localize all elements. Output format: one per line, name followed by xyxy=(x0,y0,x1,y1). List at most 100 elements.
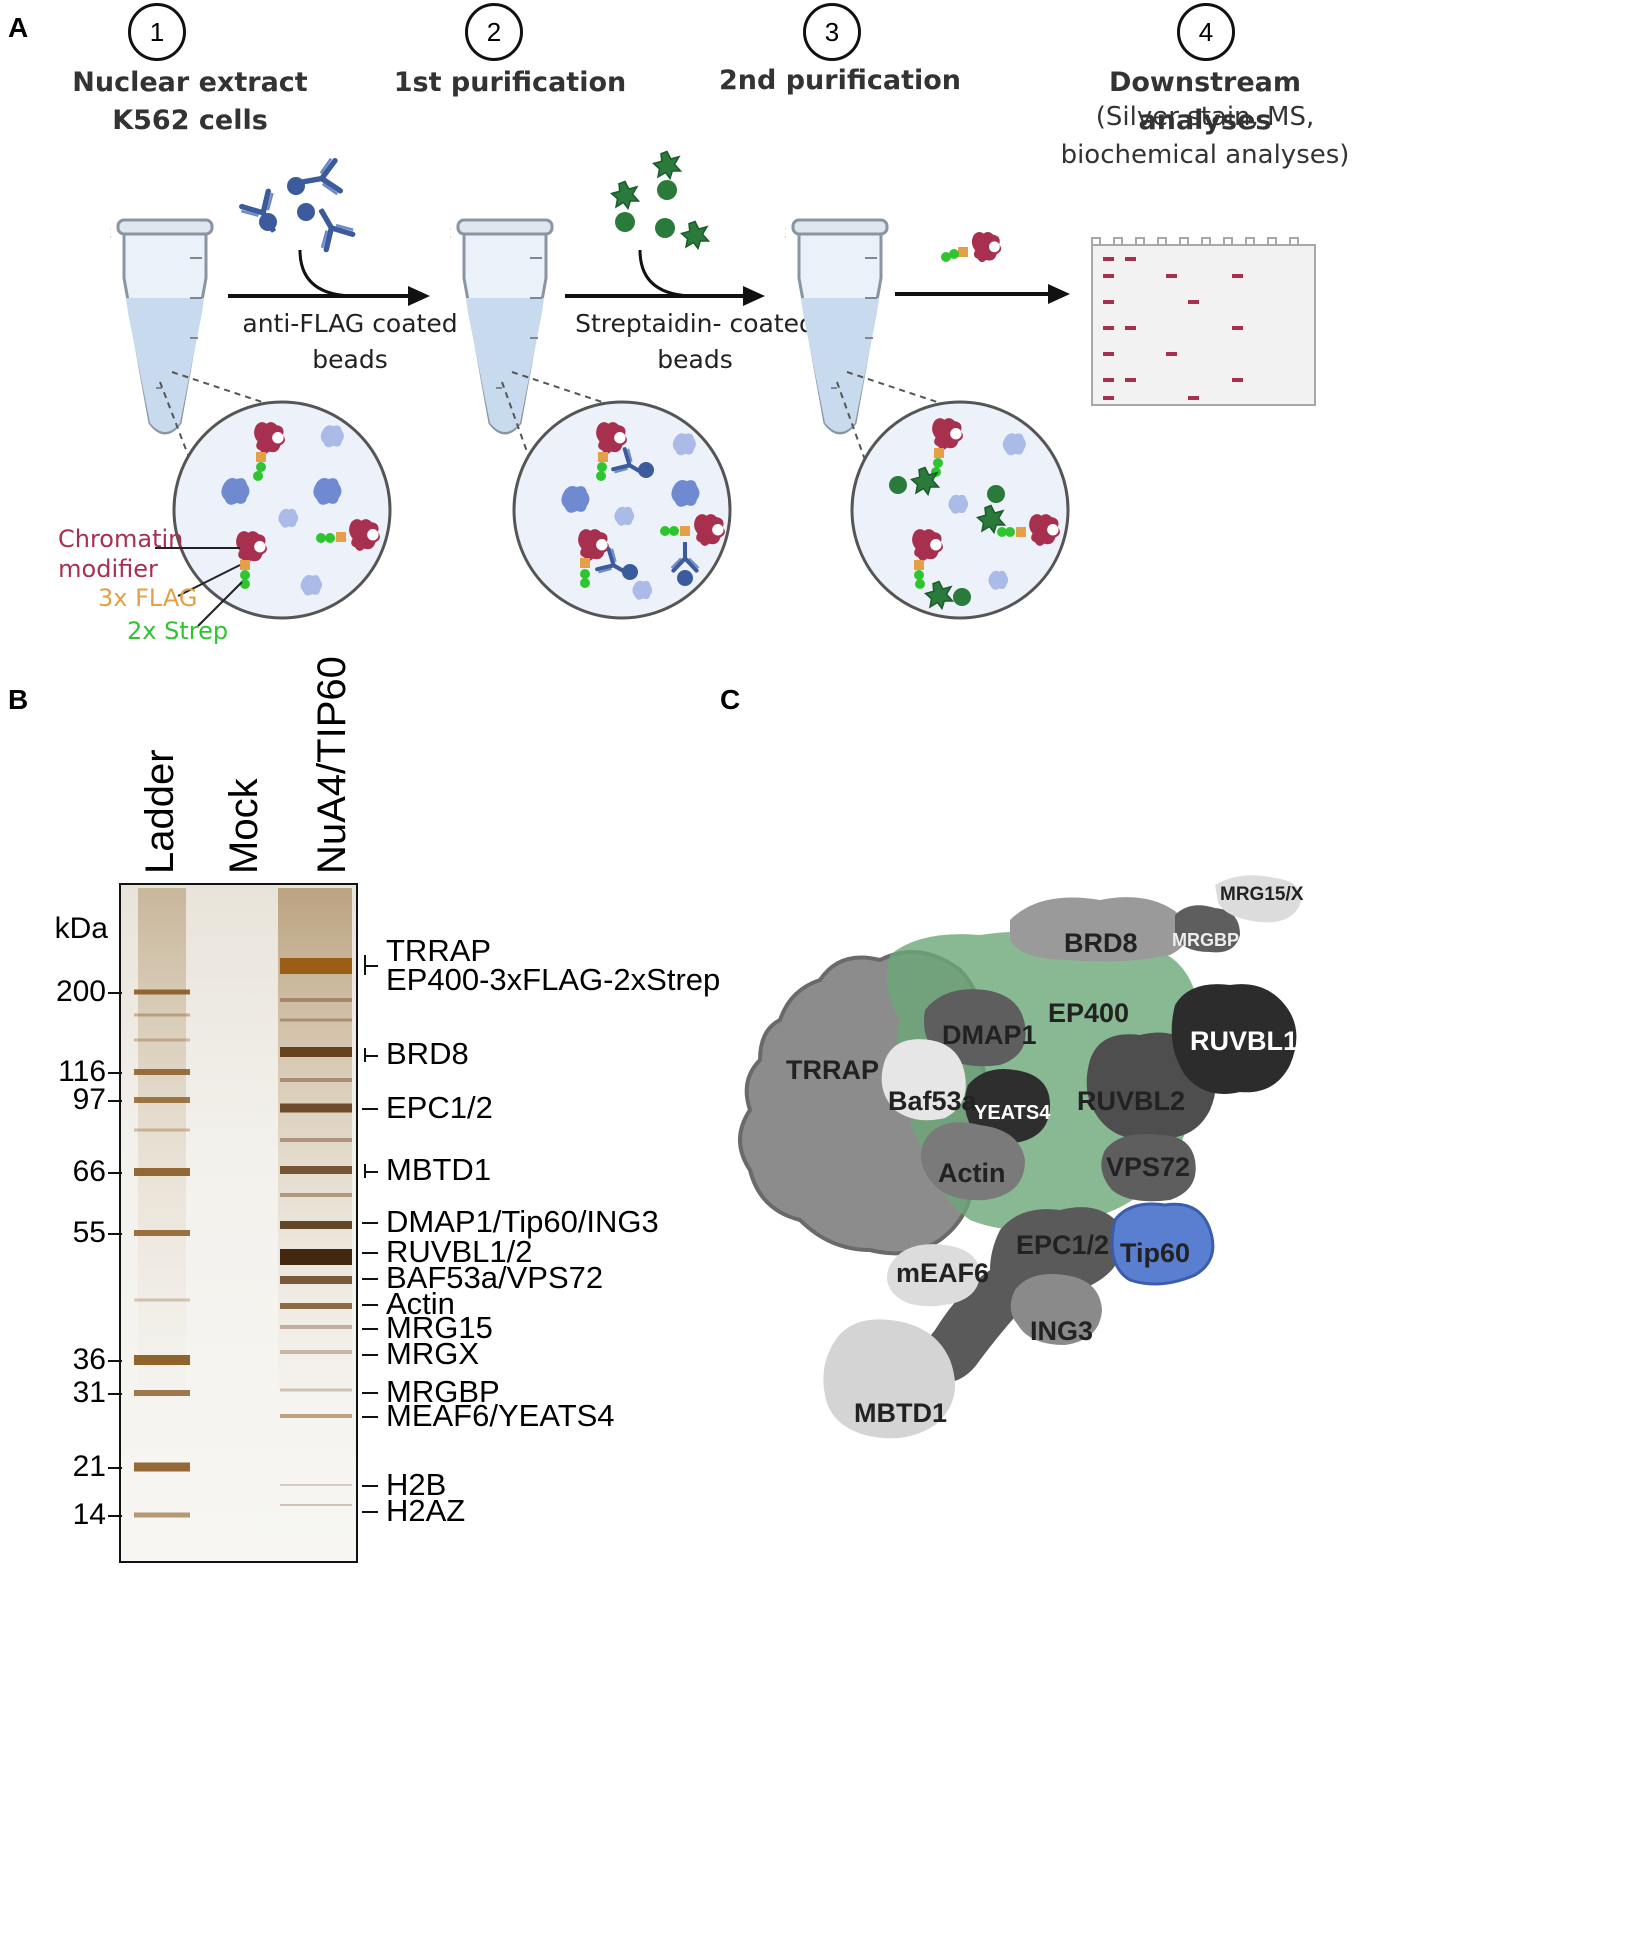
band-pointer-dash xyxy=(362,1108,378,1110)
arrow-1-label-line-2: beads xyxy=(312,345,388,374)
gel-marker-tick xyxy=(108,1515,122,1517)
band-label: MRG15 xyxy=(386,1310,493,1345)
legend-2x-strep: 2x Strep xyxy=(127,617,229,645)
mrg15x-shape xyxy=(1215,875,1301,923)
step-4-subtitle-line-2: biochemical analyses) xyxy=(1060,140,1350,170)
arrow-2-label-line-2: beads xyxy=(657,345,733,374)
band-pointer-dash xyxy=(362,1278,378,1280)
arrow-1-label-line-1: anti-FLAG coated xyxy=(242,309,458,338)
label-brd8: BRD8 xyxy=(1064,928,1138,958)
ladder-band xyxy=(134,1038,190,1042)
gel-marker-66: 66 xyxy=(72,1155,106,1188)
label-yeats4: YEATS4 xyxy=(974,1102,1051,1124)
band-pointer-dash xyxy=(362,1304,378,1306)
label-mrgbp: MRGBP xyxy=(1172,930,1239,950)
step-4-number: 4 xyxy=(1177,3,1235,61)
label-mrg15x: MRG15/X xyxy=(1220,884,1304,905)
step-1-title: Nuclear extract K562 cells xyxy=(40,64,340,140)
band-label: MEAF6/YEATS4 xyxy=(386,1398,615,1433)
step-3-number: 3 xyxy=(803,3,861,61)
band-pointer-dash xyxy=(362,1354,378,1356)
gel-marker-31: 31 xyxy=(72,1376,106,1409)
ladder-band xyxy=(134,1128,190,1132)
band-pointer-dash xyxy=(362,1511,378,1513)
band-label: H2B xyxy=(386,1467,447,1502)
sample-band xyxy=(280,1193,352,1197)
label-vps72: VPS72 xyxy=(1106,1152,1191,1182)
step-4-subtitle-line-1: (Silver stain, MS, xyxy=(1095,102,1315,132)
band-label: MRGBP xyxy=(386,1374,500,1409)
sample-band xyxy=(280,1504,352,1506)
nua4-complex-model xyxy=(738,875,1301,1439)
band-label: RUVBL1/2 xyxy=(386,1234,533,1269)
step-4-subtitle: (Silver stain, MS, biochemical analyses) xyxy=(1060,98,1350,174)
panel-a-letter: A xyxy=(8,12,29,43)
band-label: EP400-3xFLAG-2xStrep xyxy=(386,962,721,997)
step-2-number: 2 xyxy=(465,3,523,61)
band-label: BAF53a/VPS72 xyxy=(386,1260,604,1295)
ruvbl1-shape xyxy=(1171,984,1297,1094)
band-pointer-bracket-tick xyxy=(364,965,378,967)
step-2-title: 1st purification xyxy=(393,67,627,98)
sample-band xyxy=(280,1018,352,1022)
lane-label-nua4-tip60: NuA4/TIP60 xyxy=(310,656,354,874)
panel-b-letter: B xyxy=(8,684,29,715)
ladder-band xyxy=(134,1069,190,1075)
mrgbp-shape xyxy=(1175,905,1240,953)
label-ep400: EP400 xyxy=(1048,998,1130,1028)
ladder-band xyxy=(134,1168,190,1176)
label-ruvbl1: RUVBL1 xyxy=(1190,1026,1299,1056)
tip60-shape xyxy=(1110,1202,1215,1286)
band-pointer-dash xyxy=(362,1252,378,1254)
sample-band xyxy=(280,1276,352,1284)
step-1-title-line-1: Nuclear extract xyxy=(72,67,308,98)
step-1-title-line-2: K562 cells xyxy=(112,105,268,136)
label-baf53a: Baf53a xyxy=(888,1086,977,1116)
band-pointer-dash xyxy=(362,1485,378,1487)
gel-marker-55: 55 xyxy=(72,1216,106,1249)
ladder-band xyxy=(134,1013,190,1017)
gel-unit-label: kDa xyxy=(54,912,108,945)
gel-marker-tick xyxy=(108,1172,122,1174)
sample-band xyxy=(280,1414,352,1418)
label-mbtd1: MBTD1 xyxy=(854,1398,947,1428)
sample-band xyxy=(280,1166,352,1174)
band-label: H2AZ xyxy=(386,1493,466,1528)
band-pointer-dash xyxy=(362,1222,378,1224)
sample-band xyxy=(280,1047,352,1057)
band-label: BRD8 xyxy=(386,1036,469,1071)
meaf6-shape xyxy=(886,1244,980,1307)
ladder-band xyxy=(134,1097,190,1103)
band-pointer-dash xyxy=(362,1416,378,1418)
step-3-title: 2nd purification xyxy=(718,65,962,96)
sample-band xyxy=(280,1350,352,1354)
arrow-2-label: Streptaidin- coated beads xyxy=(555,306,835,378)
sample-band xyxy=(280,958,352,974)
gel-marker-tick xyxy=(108,1100,122,1102)
band-label: TRRAP xyxy=(386,933,492,968)
lane-label-mock: Mock xyxy=(222,778,266,874)
silver-stain-gel xyxy=(119,883,358,1563)
gel-marker-200: 200 xyxy=(55,975,106,1008)
arrow-1-label: anti-FLAG coated beads xyxy=(220,306,480,378)
sample-band xyxy=(280,1388,352,1392)
step-4-title: Downstream analyses xyxy=(1108,67,1302,136)
gel-marker-tick xyxy=(108,1233,122,1235)
vps72-shape xyxy=(1101,1134,1196,1202)
gel-marker-tick xyxy=(108,1467,122,1469)
band-label: DMAP1/Tip60/ING3 xyxy=(386,1204,659,1239)
workflow-illustration xyxy=(110,150,1316,627)
legend-chromatin-modifier-line-2: modifier xyxy=(58,555,158,583)
band-pointer-dash xyxy=(362,1392,378,1394)
label-epc12: EPC1/2 xyxy=(1016,1230,1110,1260)
gel-marker-tick xyxy=(108,992,122,994)
ladder-band xyxy=(134,1355,190,1365)
gel-marker-14: 14 xyxy=(72,1498,106,1531)
ing3-shape xyxy=(1010,1274,1102,1345)
band-label: Actin xyxy=(386,1286,455,1321)
band-label: MRGX xyxy=(386,1336,479,1371)
sample-band xyxy=(280,1138,352,1142)
mbtd1-shape xyxy=(823,1319,955,1439)
band-pointer-dash xyxy=(362,1328,378,1330)
legend-3x-flag: 3x FLAG xyxy=(98,584,198,612)
